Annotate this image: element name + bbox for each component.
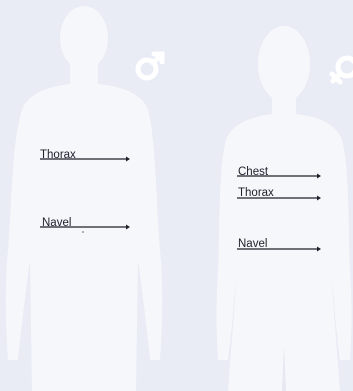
female-symbol-icon — [332, 58, 353, 82]
male-symbol-icon — [138, 54, 162, 78]
female-thorax-label: Thorax — [238, 187, 274, 200]
male-thorax-label: Thorax — [40, 149, 76, 162]
female-chest-label: Chest — [238, 166, 268, 179]
male-navel-label: Navel — [42, 217, 71, 230]
female-navel-label: Navel — [238, 238, 267, 251]
